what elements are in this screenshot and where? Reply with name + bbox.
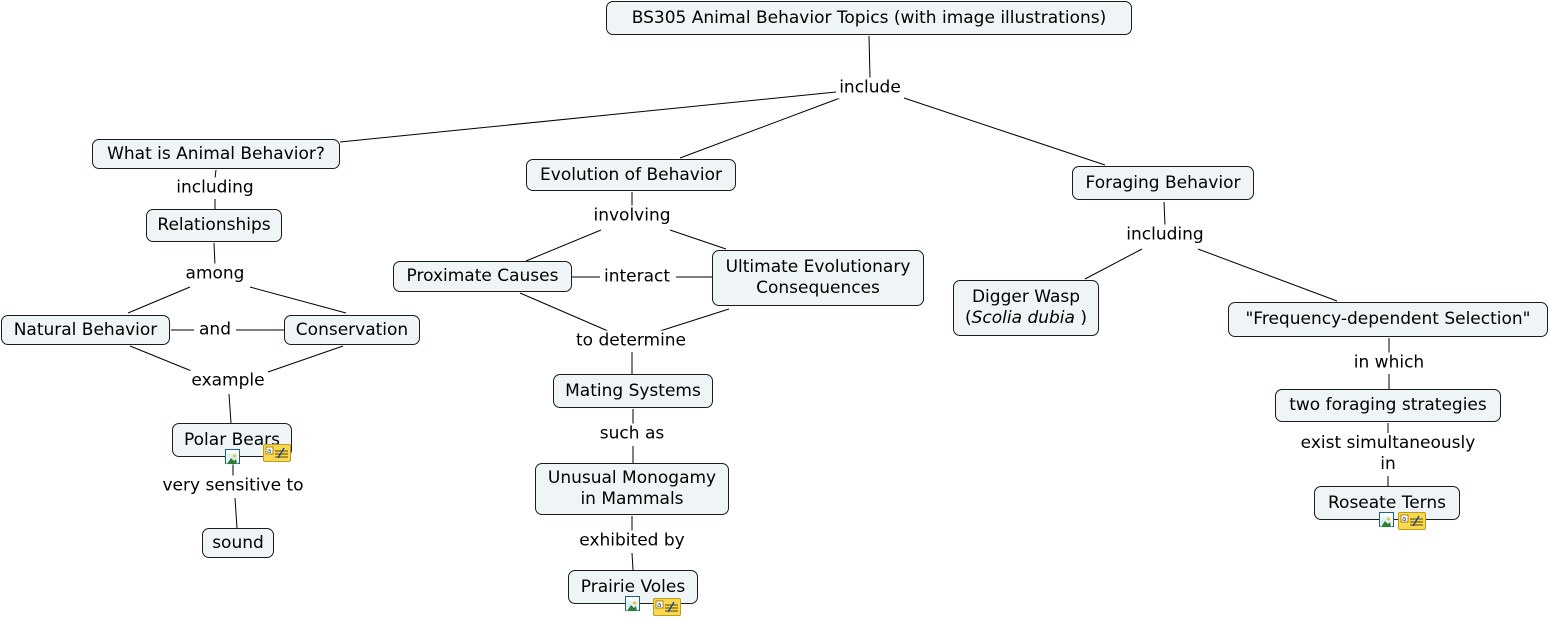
image-resource-icon[interactable] (225, 449, 240, 465)
concept-mating-systems[interactable]: Mating Systems (553, 374, 713, 408)
note-icon: a (655, 600, 678, 613)
concept-ultimate-evolutionary-consequences[interactable]: Ultimate Evolutionary Consequences (712, 250, 924, 306)
picture-icon (1380, 516, 1392, 528)
image-resource-icon[interactable] (625, 596, 640, 612)
concept-label: Foraging Behavior (1085, 172, 1241, 193)
link-line1: exist simultaneously (1300, 433, 1476, 453)
svg-text:a: a (1402, 515, 1406, 523)
concept-foraging-behavior[interactable]: Foraging Behavior (1072, 166, 1254, 200)
link-exist-simultaneously-in[interactable]: exist simultaneously in (1298, 433, 1478, 475)
link-exhibited-by[interactable]: exhibited by (577, 530, 687, 552)
link-involving[interactable]: involving (591, 205, 673, 227)
link-example[interactable]: example (189, 370, 267, 392)
concept-relationships[interactable]: Relationships (146, 209, 282, 242)
concept-label-line1: Ultimate Evolutionary (725, 257, 911, 277)
paren-open: ( (965, 308, 972, 328)
link-such-as[interactable]: such as (597, 423, 667, 445)
concept-root-label: BS305 Animal Behavior Topics (with image… (631, 7, 1107, 28)
concept-natural-behavior[interactable]: Natural Behavior (1, 315, 170, 345)
concept-label-line1: Digger Wasp (971, 287, 1081, 307)
concept-label: Relationships (157, 215, 271, 235)
concept-label-line1: Unusual Monogamy (547, 468, 717, 488)
concept-label: Prairie Voles (580, 576, 686, 597)
species-name: Scolia dubia (971, 308, 1075, 328)
concept-label-line2: Consequences (756, 278, 880, 298)
note-icon: a (1400, 514, 1423, 527)
concept-label: Natural Behavior (13, 319, 158, 340)
concept-label: "Frequency-dependent Selection" (1245, 309, 1531, 329)
link-very-sensitive-to[interactable]: very sensitive to (160, 475, 306, 497)
concept-label: sound (212, 532, 264, 553)
concept-what-is-animal-behavior[interactable]: What is Animal Behavior? (92, 139, 340, 169)
concept-digger-wasp[interactable]: Digger Wasp (Scolia dubia ) (953, 280, 1099, 336)
link-including-foraging[interactable]: including (1124, 224, 1206, 246)
picture-icon (626, 600, 638, 612)
text-note-resource-icon[interactable]: a (263, 444, 291, 462)
note-icon: a (265, 446, 288, 459)
concept-label: two foraging strategies (1289, 395, 1487, 415)
concept-label: Proximate Causes (406, 266, 559, 286)
link-interact[interactable]: interact (601, 266, 673, 288)
concept-label-line2: in Mammals (580, 489, 684, 509)
concept-evolution-of-behavior[interactable]: Evolution of Behavior (526, 159, 736, 191)
concept-label: Mating Systems (565, 380, 701, 401)
link-including[interactable]: including (174, 177, 256, 199)
concept-two-foraging-strategies[interactable]: two foraging strategies (1275, 389, 1501, 422)
concept-root[interactable]: BS305 Animal Behavior Topics (with image… (606, 1, 1132, 35)
svg-text:a: a (657, 601, 661, 609)
concept-label: Polar Bears (184, 429, 280, 450)
concept-roseate-terns[interactable]: Roseate Terns (1314, 486, 1460, 520)
concept-conservation[interactable]: Conservation (284, 315, 420, 345)
link-line2: in (1380, 454, 1396, 474)
concept-proximate-causes[interactable]: Proximate Causes (393, 261, 572, 292)
concept-sound[interactable]: sound (202, 528, 274, 558)
picture-icon (226, 453, 238, 465)
link-among[interactable]: among (183, 263, 247, 285)
paren-close: ) (1074, 308, 1087, 328)
svg-text:a: a (267, 447, 271, 455)
concept-label: Conservation (295, 319, 409, 340)
image-resource-icon[interactable] (1379, 512, 1394, 528)
concept-label: Roseate Terns (1328, 492, 1446, 513)
concept-label: What is Animal Behavior? (107, 143, 325, 164)
text-note-resource-icon[interactable]: a (653, 598, 681, 616)
link-and[interactable]: and (197, 319, 233, 341)
link-to-determine[interactable]: to determine (573, 330, 689, 352)
concept-unusual-monogamy[interactable]: Unusual Monogamy in Mammals (535, 463, 729, 515)
concept-frequency-dependent-selection[interactable]: "Frequency-dependent Selection" (1228, 302, 1548, 337)
link-include[interactable]: include (837, 77, 903, 99)
concept-label-line2: (Scolia dubia ) (965, 308, 1087, 329)
concept-label: Evolution of Behavior (540, 164, 722, 185)
link-in-which[interactable]: in which (1351, 352, 1427, 374)
text-note-resource-icon[interactable]: a (1398, 512, 1426, 530)
